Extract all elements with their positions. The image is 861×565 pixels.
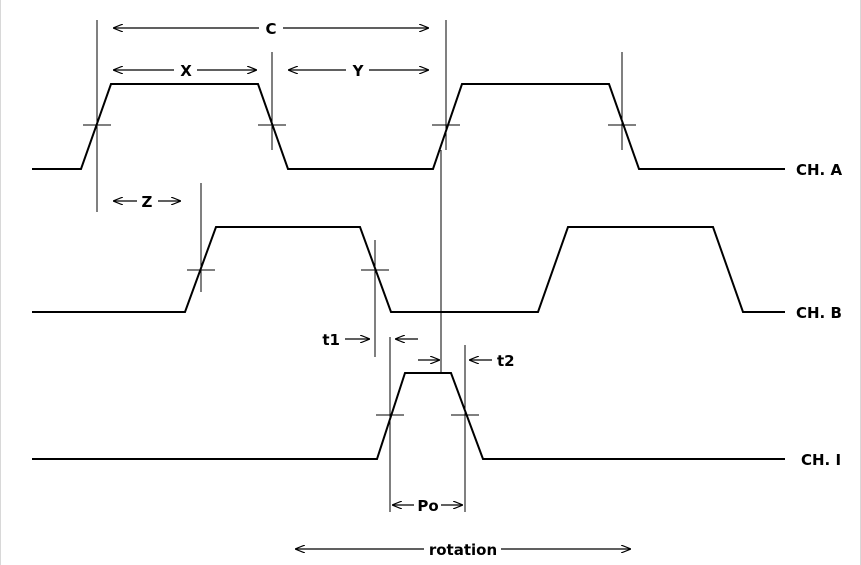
channel-label-b: CH. B <box>796 304 842 322</box>
channel-label-i: CH. I <box>801 451 841 469</box>
waveform-ch-i <box>32 372 785 460</box>
dimension-y: Y <box>289 62 428 80</box>
waveform-ch-b <box>32 226 785 313</box>
dimension-z: Z <box>114 193 180 211</box>
dimension-label-y: Y <box>352 62 365 80</box>
dimension-label-c: C <box>265 20 276 38</box>
waveform-ch-a <box>32 83 785 170</box>
dimension-label-t2: t2 <box>497 352 515 370</box>
dimension-po: Po <box>393 497 462 515</box>
midpoint-ticks <box>83 124 636 416</box>
dimension-label-z: Z <box>142 193 153 211</box>
dimension-label-t1: t1 <box>322 331 340 349</box>
dimension-label-rotation: rotation <box>429 541 497 559</box>
channel-label-a: CH. A <box>796 161 842 179</box>
dimension-x: X <box>114 62 256 80</box>
dimension-rotation: rotation <box>296 541 630 559</box>
dimension-label-po: Po <box>417 497 438 515</box>
dimension-label-x: X <box>180 62 192 80</box>
dimension-t2: t2 <box>418 352 515 370</box>
dimension-c: C <box>114 20 428 38</box>
reference-lines <box>96 20 623 512</box>
dimension-t1: t1 <box>322 331 418 349</box>
